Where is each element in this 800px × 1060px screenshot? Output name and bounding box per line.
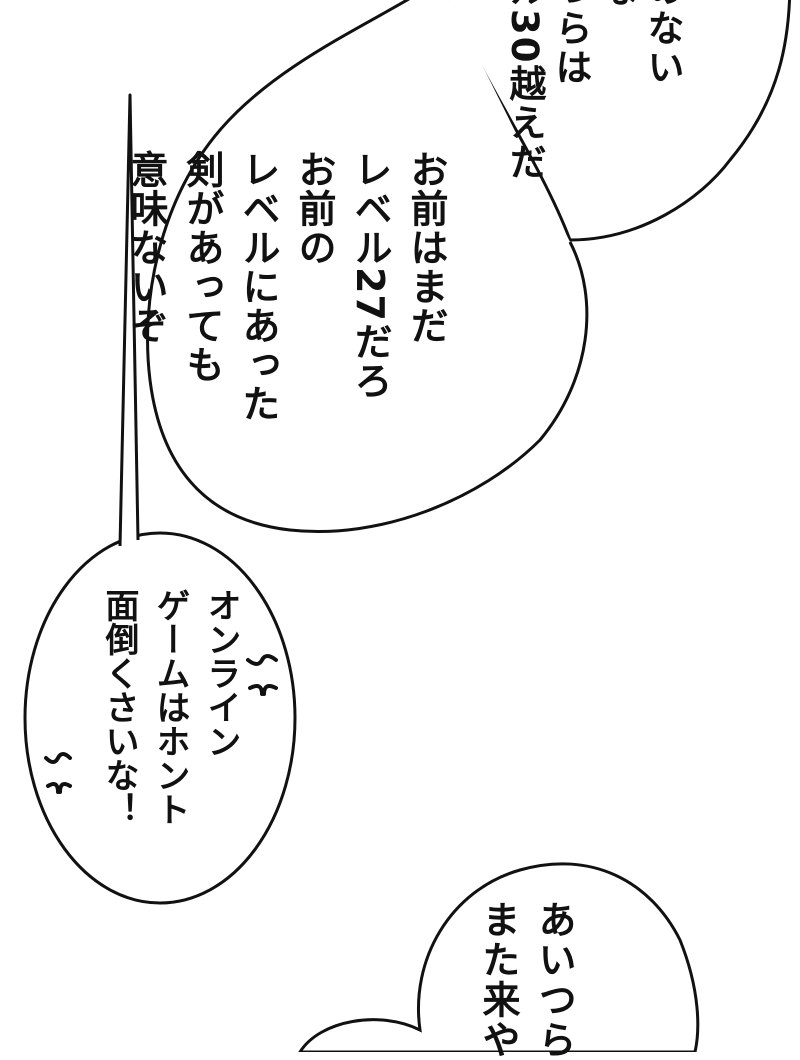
dialogue-left: オンライン ゲームはホント 面倒くさいな！: [93, 588, 246, 826]
speech-bubble-bottom-right: [298, 862, 700, 1052]
dialogue-line: お前の: [292, 150, 336, 267]
speech-tail: [118, 93, 140, 547]
dialogue-line: つらは: [549, 0, 592, 87]
dialogue-line: な: [593, 0, 639, 182]
dialogue-center: お前はまだ レベル27だろ お前の レベルにあった 剣があっても 意味ないぞ: [118, 150, 454, 423]
dialogue-line: お前はまだ: [404, 150, 448, 345]
dialogue-line: レベルにあった: [236, 150, 280, 423]
dialogue-line: オンライン: [201, 588, 241, 758]
dialogue-line: ゲームはホント: [150, 588, 190, 826]
anger-mark-icon: [44, 752, 72, 794]
speech-bubble-center: [146, 0, 589, 534]
dialogue-line: あいつら: [532, 900, 576, 1060]
dialogue-line: のない: [641, 0, 684, 87]
dialogue-line: 意味ないぞ: [124, 150, 168, 345]
dialogue-line: 面倒くさいな！: [99, 588, 139, 826]
dialogue-line: また来や: [476, 900, 520, 1060]
dialogue-line: ル30越えだ: [503, 0, 546, 182]
anger-mark-icon: [246, 654, 278, 696]
dialogue-top-right: のない な つらは ル30越えだ: [501, 0, 685, 182]
dialogue-bottom-right: あいつら また来や: [470, 900, 582, 1060]
speech-bubble-left: [23, 531, 297, 905]
dialogue-line: レベル27だろ: [348, 150, 392, 400]
dialogue-line: 剣があっても: [180, 150, 224, 384]
